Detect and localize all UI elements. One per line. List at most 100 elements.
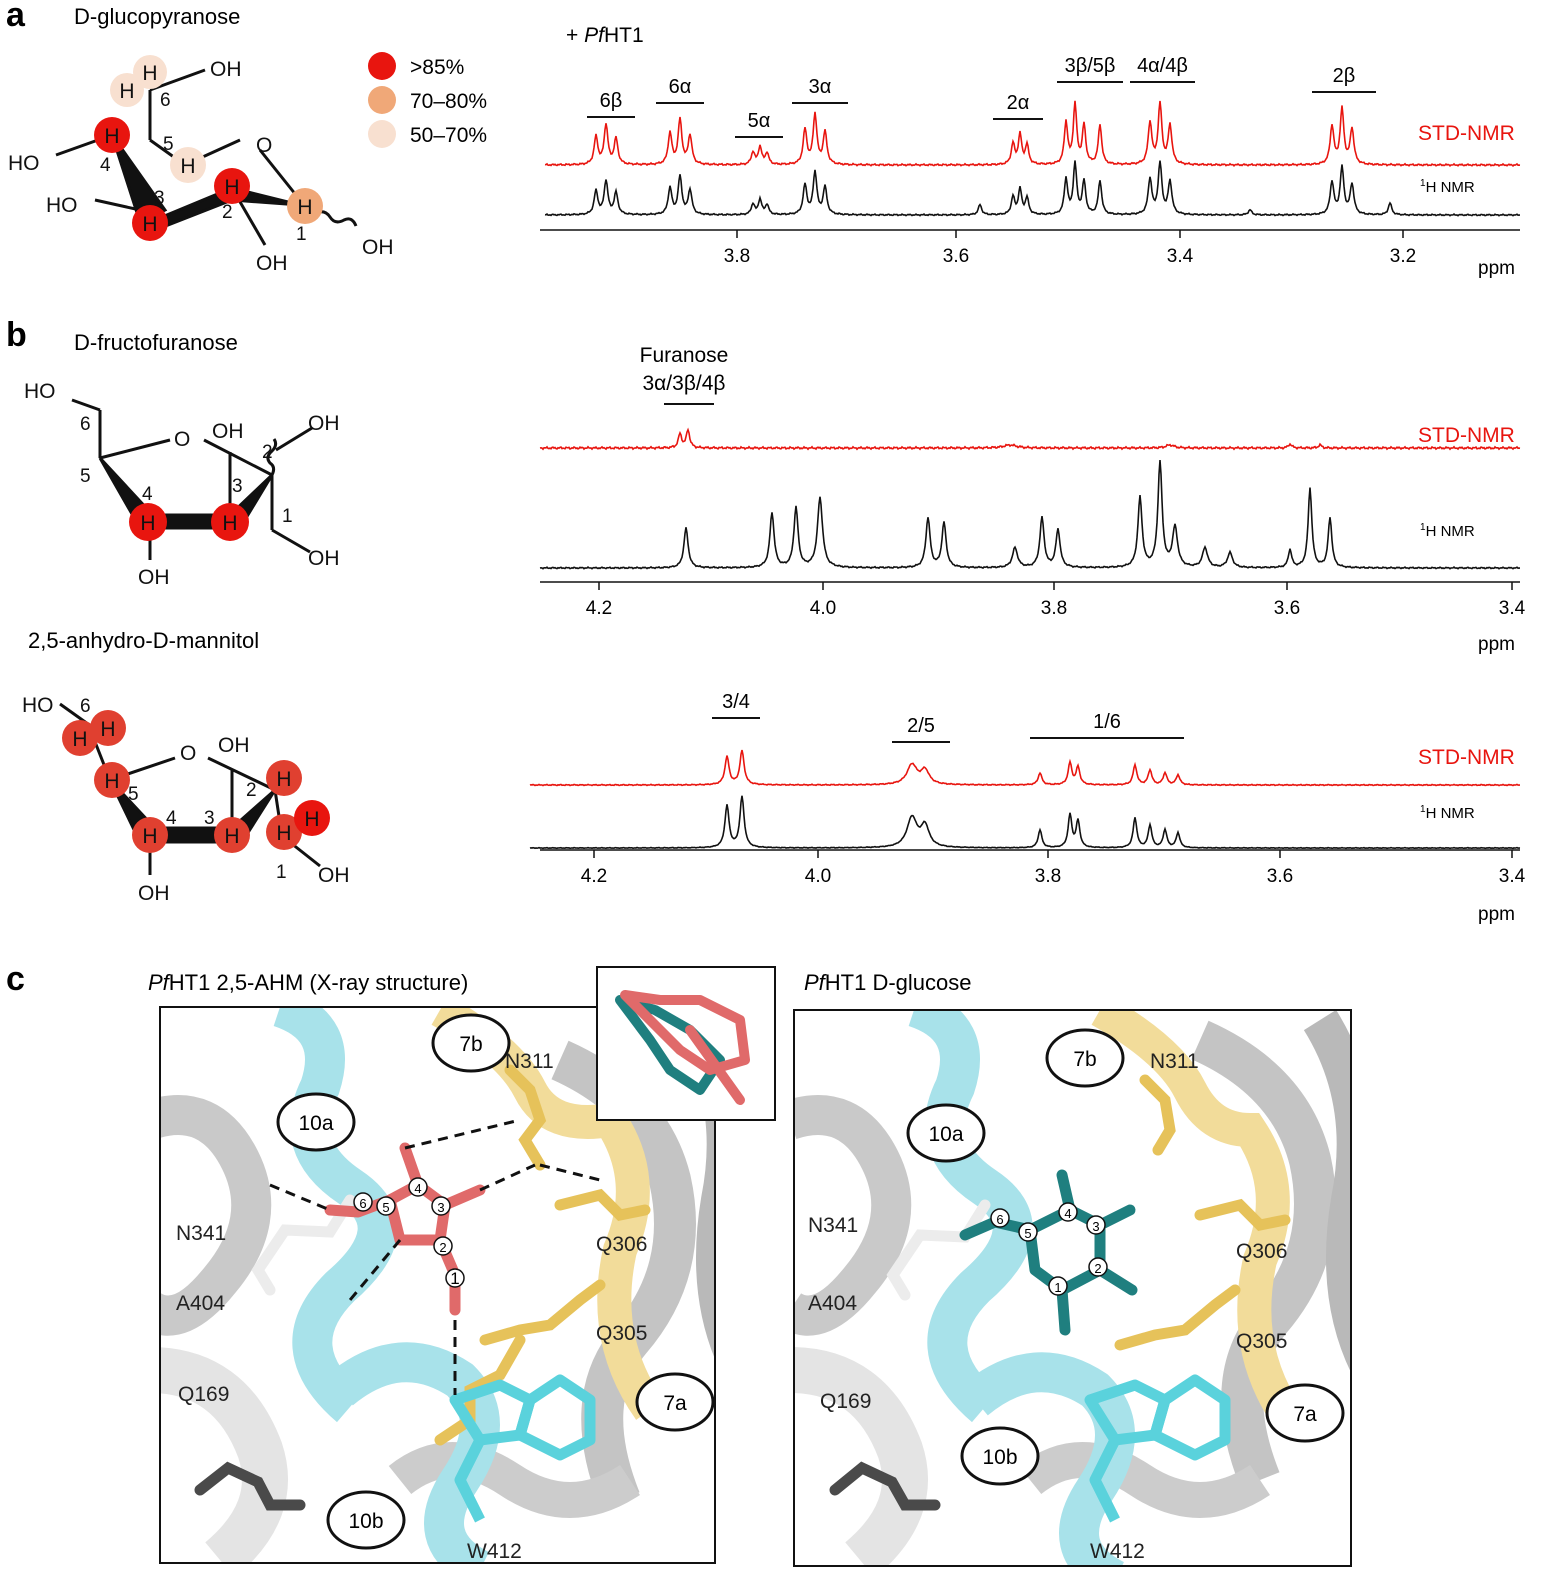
peak-label: 3β/5β [1065, 55, 1116, 77]
svg-text:OH: OH [210, 58, 242, 81]
h1-nmr-trace-glucose [544, 160, 1520, 217]
svg-text:HO: HO [8, 152, 40, 175]
svg-text:H: H [100, 718, 115, 741]
structure-left-view: 1 2 3 4 5 6 7b 10a 7a 10b N311 N34 [159, 966, 776, 1564]
svg-text:A404: A404 [176, 1292, 225, 1315]
svg-text:OH: OH [362, 236, 394, 259]
h1-nmr-trace-ahm [529, 795, 1521, 850]
svg-text:6: 6 [359, 1196, 366, 1211]
svg-text:2: 2 [246, 780, 257, 801]
svg-text:W412: W412 [1090, 1540, 1145, 1563]
std-legend: >85% 70–80% 50–70% [368, 52, 487, 148]
peak-label: 2/5 [907, 715, 935, 737]
glucose-carbon-numbers: 1 2 3 4 5 6 [100, 90, 307, 245]
svg-text:3: 3 [1092, 1219, 1099, 1234]
svg-text:N311: N311 [1150, 1050, 1199, 1073]
ahm-h-circles [62, 710, 330, 853]
fructofuranose-labels: HO O OH OH H H OH OH [24, 380, 340, 589]
svg-text:>85%: >85% [410, 56, 464, 79]
svg-text:Q169: Q169 [178, 1383, 229, 1406]
svg-text:OH: OH [138, 566, 170, 589]
svg-text:3: 3 [154, 188, 165, 209]
svg-text:10a: 10a [928, 1123, 963, 1146]
glucose-labels: H H H H H H H OH O HO HO OH OH [8, 58, 394, 275]
helix-labels-left: 7b 10a 7a 10b [276, 1013, 715, 1550]
svg-text:OH: OH [308, 412, 340, 435]
tick-label: 4.2 [581, 866, 607, 887]
svg-text:O: O [180, 742, 196, 765]
tick-label: 4.0 [810, 598, 836, 619]
structure-right-title: PfHT1 D-glucose [804, 970, 972, 995]
svg-text:1: 1 [1054, 1280, 1061, 1295]
svg-text:A404: A404 [808, 1292, 857, 1315]
svg-text:Q306: Q306 [1236, 1240, 1287, 1263]
svg-text:N341: N341 [808, 1214, 858, 1237]
svg-text:O: O [256, 134, 272, 157]
svg-text:Q169: Q169 [820, 1390, 871, 1413]
peak-label: 3α [809, 76, 832, 98]
svg-text:N341: N341 [176, 1222, 226, 1245]
svg-text:70–80%: 70–80% [410, 90, 487, 113]
svg-text:Q306: Q306 [596, 1233, 647, 1256]
peak-label: 6β [600, 90, 623, 112]
svg-text:5: 5 [163, 134, 174, 155]
glucose-ring-numbers: 1 2 3 4 5 6 [990, 1202, 1108, 1296]
svg-text:4: 4 [100, 155, 111, 176]
unit-b2: ppm [1478, 904, 1515, 925]
svg-text:H: H [142, 62, 157, 85]
svg-text:OH: OH [218, 734, 250, 757]
svg-text:O: O [174, 428, 190, 451]
ahm-title: 2,5-anhydro-D-mannitol [28, 628, 259, 653]
svg-text:5: 5 [1024, 1226, 1031, 1241]
fructose-peak-line1: Furanose [640, 344, 729, 367]
unit-b1: ppm [1478, 634, 1515, 655]
svg-text:H: H [104, 770, 119, 793]
svg-text:OH: OH [308, 547, 340, 570]
h1-nmr-trace-fructose [539, 460, 1520, 570]
residue-labels-left: N311 N341 A404 Q306 Q305 Q169 W412 [176, 1050, 647, 1563]
svg-text:7b: 7b [1073, 1048, 1096, 1071]
svg-text:H: H [180, 155, 195, 178]
svg-text:3: 3 [204, 808, 215, 829]
peak-label: 4α/4β [1137, 55, 1188, 77]
svg-text:4: 4 [414, 1181, 421, 1196]
ahm-labels: HO H H H O OH H H H H H OH OH [22, 694, 350, 905]
tick-label: 3.8 [724, 246, 750, 267]
svg-text:6: 6 [80, 696, 91, 717]
svg-text:4: 4 [1064, 1206, 1071, 1221]
svg-text:HO: HO [24, 380, 56, 403]
svg-text:6: 6 [996, 1212, 1003, 1227]
svg-text:1: 1 [450, 1269, 459, 1288]
svg-text:H: H [140, 512, 155, 535]
svg-text:50–70%: 50–70% [410, 124, 487, 147]
svg-text:Q305: Q305 [596, 1322, 647, 1345]
svg-text:5: 5 [382, 1200, 389, 1215]
spectrum-a-title: + PfHT1 [566, 24, 644, 47]
glucopyranose-title: D-glucopyranose [74, 4, 240, 29]
ahm-carbon-numbers: 6 5 4 3 2 1 [80, 696, 287, 883]
svg-text:4: 4 [166, 808, 177, 829]
svg-text:7b: 7b [459, 1033, 482, 1056]
fructose-peak-line2: 3α/3β/4β [642, 372, 725, 395]
std-label-b2: STD-NMR [1418, 746, 1515, 769]
h1-label-b2: 1H NMR [1420, 804, 1475, 822]
svg-text:H: H [224, 825, 239, 848]
tick-label: 3.6 [1267, 866, 1293, 887]
svg-text:2: 2 [222, 202, 233, 223]
svg-text:H: H [276, 768, 291, 791]
svg-text:Q305: Q305 [1236, 1330, 1287, 1353]
svg-text:OH: OH [256, 252, 288, 275]
peak-label: 6α [669, 76, 692, 98]
std-nmr-trace-fructose [539, 427, 1521, 451]
fructofuranose-title: D-fructofuranose [74, 330, 238, 355]
svg-text:W412: W412 [467, 1540, 522, 1563]
std-nmr-trace-glucose [544, 100, 1521, 168]
svg-text:1: 1 [296, 224, 307, 245]
h1-label-a: 1H NMR [1420, 178, 1475, 196]
svg-text:3: 3 [437, 1200, 444, 1215]
svg-text:10b: 10b [982, 1446, 1017, 1469]
fructofuranose-structure [71, 398, 313, 560]
